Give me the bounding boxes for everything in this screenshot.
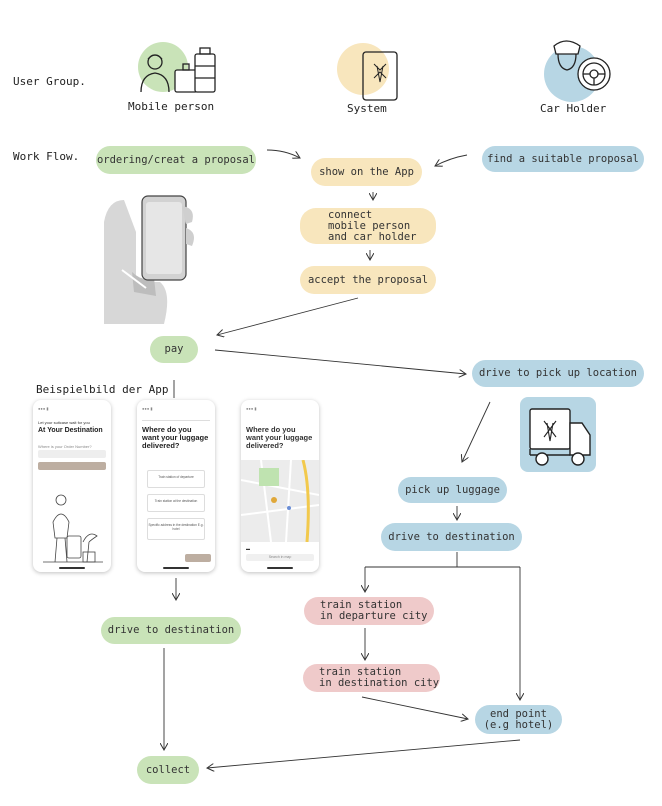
delivery-truck-icon: [520, 397, 596, 472]
user-group-label: User Group.: [13, 75, 86, 88]
phone1-order-input: [38, 450, 106, 458]
arrow-accept-to-pay: [217, 297, 359, 335]
car-holder-icon: [538, 34, 616, 102]
home-indicator: [267, 567, 293, 569]
phone-screen-2: ●●● ▮ Where do you want your luggage del…: [137, 400, 215, 572]
phone2-option-address: Specific address in the destination E.g.…: [147, 518, 205, 540]
arrow-pay-to-drive-pickup: [214, 349, 466, 374]
node-pay: pay: [150, 336, 198, 363]
phone1-field-label: Where is your Order Number?: [38, 444, 92, 449]
map-sheet-title: ▬: [246, 546, 250, 551]
node-drive-destination-right: drive to destination: [381, 523, 522, 551]
mobile-person-label: Mobile person: [128, 100, 215, 113]
phone2-option-destination: Train station at the destination: [147, 494, 205, 512]
phone3-search-input: Search in map: [246, 554, 314, 561]
map-view: [241, 460, 319, 542]
phone1-start-button: [38, 462, 106, 470]
phone-screen-1: ●●● ▮ Let your suitcase wait for you At …: [33, 400, 111, 572]
system-label: System: [347, 102, 387, 115]
arrow-ordering-to-show: [266, 149, 300, 158]
status-bar: ●●● ▮: [246, 406, 257, 411]
phone2-option-departure: Train station of departure: [147, 470, 205, 488]
node-drive-pickup: drive to pick up location: [472, 360, 644, 387]
node-train-departure: train station in departure city: [304, 597, 434, 625]
example-app-label: Beispielbild der App: [36, 383, 169, 396]
node-collect: collect: [137, 756, 199, 784]
line-destination-split: [365, 552, 520, 568]
home-indicator: [59, 567, 85, 569]
node-connect: connect mobile person and car holder: [300, 208, 436, 244]
phone3-title: Where do you want your luggage delivered…: [246, 425, 313, 450]
progress-line: [142, 420, 210, 421]
arrow-endpoint-to-collect: [207, 739, 521, 768]
arrow-pickup-to-luggage: [462, 401, 491, 462]
node-drive-destination-left: drive to destination: [101, 617, 241, 644]
arrow-find-to-show: [435, 154, 468, 166]
work-flow-label: Work Flow.: [13, 150, 80, 163]
phone1-title: At Your Destination: [38, 427, 103, 434]
node-train-destination: train station in destination city: [303, 664, 440, 692]
node-show-on-app: show on the App: [311, 158, 422, 186]
node-end-point: end point (e.g hotel): [475, 705, 562, 734]
hand-holding-phone-icon: [102, 192, 197, 324]
system-icon: [337, 42, 402, 102]
person-with-suitcase-illustration: [43, 494, 103, 563]
node-ordering-proposal: ordering/creat a proposal: [96, 146, 256, 174]
mobile-person-icon: [133, 42, 218, 97]
node-pick-up-luggage: pick up luggage: [398, 477, 507, 503]
home-indicator: [163, 567, 189, 569]
status-bar: ●●● ▮: [142, 406, 153, 411]
phone2-next-button: [185, 554, 211, 562]
node-find-proposal: find a suitable proposal: [482, 146, 644, 172]
phone2-title: Where do you want your luggage delivered…: [142, 425, 209, 450]
node-accept-proposal: accept the proposal: [300, 266, 436, 294]
status-bar: ●●● ▮: [38, 406, 49, 411]
phone1-intro: Let your suitcase wait for you: [38, 420, 90, 425]
arrow-destination-city-to-endpoint: [361, 696, 468, 719]
car-holder-label: Car Holder: [540, 102, 607, 115]
phone-screen-3: ●●● ▮ Where do you want your luggage del…: [241, 400, 319, 572]
